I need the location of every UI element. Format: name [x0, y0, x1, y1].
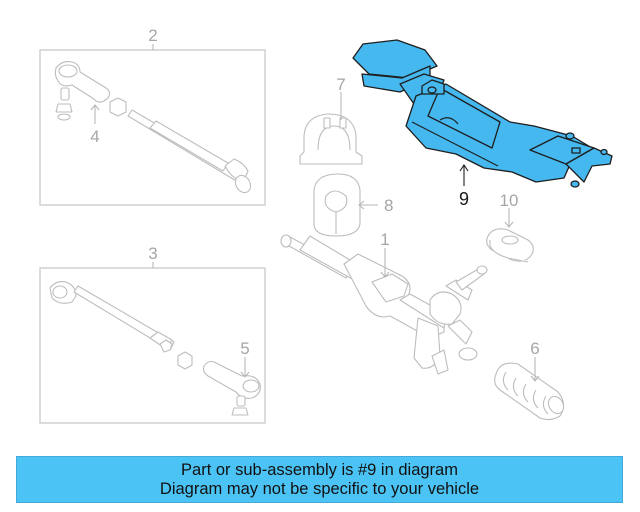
part-3-inner-tie-rod[interactable]	[49, 281, 175, 353]
callout-5[interactable]: 5	[240, 339, 249, 358]
callout-4[interactable]: 4	[90, 127, 99, 146]
part-info-banner: Part or sub-assembly is #9 in diagram Di…	[16, 456, 623, 503]
callout-6-arrow	[530, 375, 540, 382]
part-9-steering-gear-shield[interactable]	[352, 39, 613, 188]
callout-8-arrow	[358, 200, 365, 210]
part-2-tie-rod[interactable]	[127, 109, 254, 195]
part-10-grommet[interactable]	[486, 228, 534, 263]
callout-6[interactable]: 6	[530, 339, 539, 358]
part-7-mount-bracket[interactable]	[299, 113, 363, 165]
callout-9[interactable]: 9	[459, 189, 469, 209]
part-6-rack-boot[interactable]	[494, 362, 567, 421]
part-1-steering-rack[interactable]	[280, 234, 488, 375]
callout-10-arrow	[504, 221, 514, 228]
callout-1-arrow	[380, 271, 390, 278]
callout-5-arrow	[240, 371, 250, 378]
exploded-parts-diagram: 2 4	[39, 26, 613, 424]
part-5-tie-rod-end[interactable]	[202, 360, 261, 416]
part-8-bushing[interactable]	[313, 173, 361, 237]
part-4-tie-rod-end[interactable]	[54, 61, 111, 121]
group-box-3: 3 5	[39, 244, 266, 424]
callout-3[interactable]: 3	[148, 244, 157, 263]
callout-9-arrow	[459, 164, 469, 172]
callout-4-arrow	[90, 104, 100, 111]
callout-2[interactable]: 2	[148, 26, 157, 45]
callout-8[interactable]: 8	[384, 196, 393, 215]
group-box-2: 2 4	[39, 26, 266, 206]
part-jam-nut-upper[interactable]	[109, 97, 127, 117]
callout-10[interactable]: 10	[500, 191, 519, 210]
part-jam-nut-lower[interactable]	[177, 351, 193, 370]
banner-line-disclaimer: Diagram may not be specific to your vehi…	[159, 479, 480, 498]
callout-1[interactable]: 1	[380, 230, 389, 249]
callout-7[interactable]: 7	[336, 75, 345, 94]
banner-line-part-number: Part or sub-assembly is #9 in diagram	[181, 460, 458, 479]
